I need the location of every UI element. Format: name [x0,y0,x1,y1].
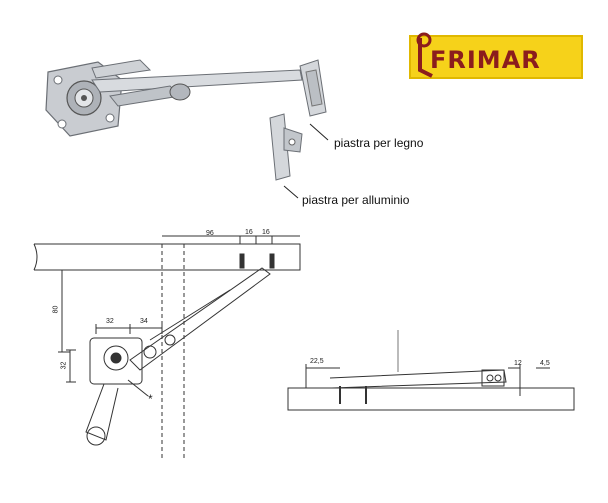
dim-4-5: 4,5 [540,360,550,367]
brand-logo: FRIMAR [406,26,586,86]
dim-32-h: 32 [106,318,114,325]
dim-96: 96 [206,230,214,237]
label-aluminium-plate: piastra per alluminio [302,193,410,207]
dim-22-5: 22,5 [310,358,324,365]
brand-logo-graphic [409,32,583,79]
dim-16-b: 16 [262,229,270,236]
marker-asterisk: * [148,392,153,406]
dim-16-a: 16 [245,229,253,236]
panel-outline [34,243,301,271]
leader-aluminium [283,185,299,199]
folded-arm [329,369,507,389]
label-wood-plate: piastra per legno [334,136,424,150]
dim-12: 12 [514,360,522,367]
stay-arm [129,267,271,371]
lower-lever [85,383,119,441]
panel-section [287,387,575,411]
hinge-mechanism [45,59,327,137]
leader-wood [309,123,329,141]
dim-34: 34 [140,318,148,325]
aluminium-plate [269,113,303,181]
brand-logo-text: FRIMAR [430,46,541,74]
mechanism-body [89,337,143,385]
screw-2 [269,253,275,269]
screw-1 [239,253,245,269]
